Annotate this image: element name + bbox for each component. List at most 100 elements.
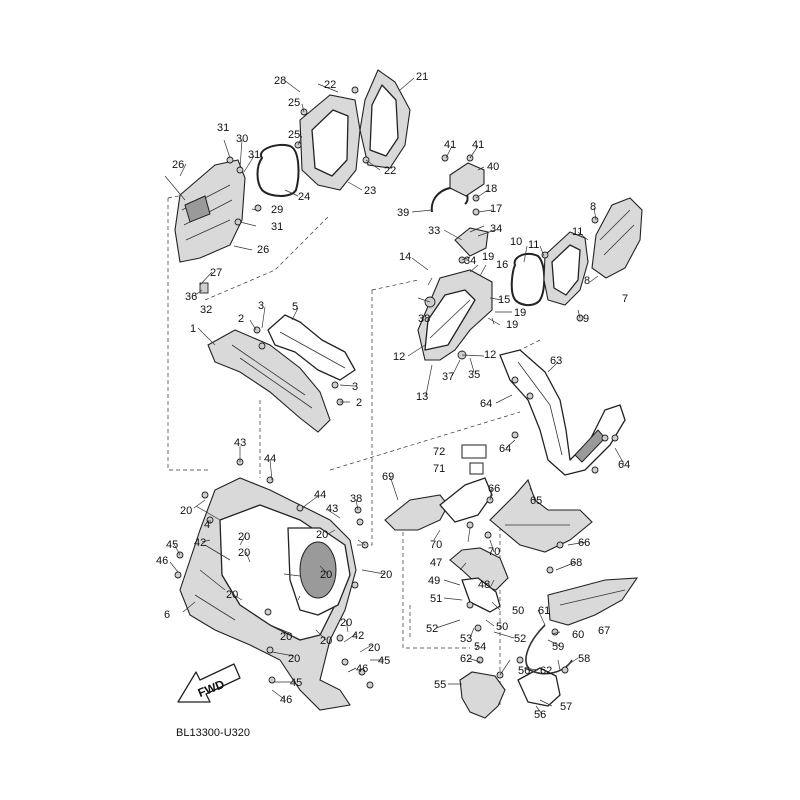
callout-26b: 26	[257, 244, 269, 256]
part-duct-26	[164, 159, 246, 263]
part-box-40	[449, 162, 485, 197]
callout-15: 15	[498, 294, 510, 306]
callout-68: 68	[570, 557, 582, 569]
callout-64: 64	[480, 398, 492, 410]
callout-62: 62	[460, 653, 472, 665]
callout-38: 38	[418, 313, 430, 325]
callout-49: 49	[428, 575, 440, 587]
callout-35: 35	[468, 369, 480, 381]
callout-59: 59	[552, 641, 564, 653]
callout-53: 53	[460, 633, 472, 645]
callout-70: 70	[430, 539, 442, 551]
callout-25: 25	[288, 97, 300, 109]
callout-66b: 66	[578, 537, 590, 549]
callout-41b: 41	[472, 139, 484, 151]
callout-20k: 20	[340, 617, 352, 629]
diagram-code: BL13300-U320	[176, 727, 250, 739]
callout-56: 56	[518, 665, 530, 677]
callout-64c: 64	[618, 459, 630, 471]
callout-60: 60	[572, 629, 584, 641]
part-front-bracket-65	[489, 478, 593, 553]
callout-6: 6	[164, 609, 170, 621]
callout-22b: 22	[384, 165, 396, 177]
part-seal-ring-10	[510, 252, 546, 306]
callout-20: 20	[180, 505, 192, 517]
callout-26: 26	[172, 159, 184, 171]
callout-20j: 20	[320, 635, 332, 647]
fasteners	[174, 86, 619, 689]
callout-11: 11	[528, 239, 539, 251]
callout-51: 51	[430, 593, 442, 605]
callout-3b: 3	[352, 381, 358, 393]
callout-4: 4	[204, 519, 210, 531]
callout-40: 40	[487, 161, 499, 173]
callout-42: 42	[194, 537, 206, 549]
callout-13: 13	[416, 391, 428, 403]
callout-58: 58	[578, 653, 590, 665]
callout-11b: 11	[572, 226, 583, 238]
callout-47: 47	[430, 557, 442, 569]
callout-1: 1	[190, 323, 196, 335]
callout-56b: 56	[534, 709, 546, 721]
callout-16: 16	[496, 259, 508, 271]
callout-41: 41	[444, 139, 456, 151]
part-inner-lid-23	[299, 94, 361, 191]
callout-2: 2	[238, 313, 244, 325]
part-inner-panel-1	[207, 329, 331, 433]
callout-labels: 28 22 21 25 25 22 23 24 31 30 31 26 29 3…	[156, 71, 630, 721]
leader-lines	[169, 77, 625, 715]
callout-28: 28	[274, 75, 286, 87]
callout-45b: 45	[378, 655, 390, 667]
part-seal-ring-24	[256, 144, 300, 197]
callout-20d: 20	[316, 529, 328, 541]
callout-22: 22	[324, 79, 336, 91]
callout-29: 29	[271, 204, 283, 216]
callout-50: 50	[512, 605, 524, 617]
callout-14: 14	[399, 251, 411, 263]
callout-46b: 46	[356, 663, 368, 675]
part-bottom-bracket-55	[459, 667, 561, 719]
callout-39: 39	[397, 207, 409, 219]
callout-62b: 62	[540, 665, 552, 677]
callout-25b: 25	[288, 129, 300, 141]
callout-42b: 42	[352, 630, 364, 642]
callout-46: 46	[156, 555, 168, 567]
part-center-bracket-13	[417, 269, 493, 361]
callout-34: 34	[490, 223, 502, 235]
callout-52: 52	[426, 623, 438, 635]
callout-2b: 2	[356, 397, 362, 409]
part-bracket-33	[454, 227, 489, 257]
callout-5: 5	[292, 301, 298, 313]
callout-43b: 43	[326, 503, 338, 515]
label-box-71	[469, 462, 484, 475]
callout-20h: 20	[280, 631, 292, 643]
callout-64b: 64	[499, 443, 511, 455]
callout-34b: 34	[464, 255, 476, 267]
callout-20b: 20	[238, 531, 250, 543]
callout-61: 61	[538, 605, 550, 617]
callout-38b: 38	[350, 493, 362, 505]
part-right-cover-7	[591, 197, 643, 279]
part-outer-lid-21	[359, 69, 411, 169]
callout-63: 63	[550, 355, 562, 367]
callout-7: 7	[622, 293, 628, 305]
callout-52b: 52	[514, 633, 526, 645]
callout-50b: 50	[496, 621, 508, 633]
callout-37: 37	[442, 371, 454, 383]
callout-23: 23	[364, 185, 376, 197]
callout-20f: 20	[380, 569, 392, 581]
callout-18: 18	[485, 183, 497, 195]
callout-20i: 20	[288, 653, 300, 665]
callout-31: 31	[217, 122, 229, 134]
callout-44b: 44	[314, 489, 326, 501]
part-leg-shield-6	[179, 477, 357, 711]
callout-71: 71	[433, 463, 445, 475]
callout-54: 54	[474, 641, 486, 653]
callout-65: 65	[530, 495, 542, 507]
callout-27: 27	[210, 267, 222, 279]
callout-44: 44	[264, 453, 276, 465]
callout-19c: 19	[506, 319, 518, 331]
callout-33: 33	[428, 225, 440, 237]
part-side-cover-69	[384, 477, 493, 531]
part-right-lid-9	[543, 231, 589, 306]
